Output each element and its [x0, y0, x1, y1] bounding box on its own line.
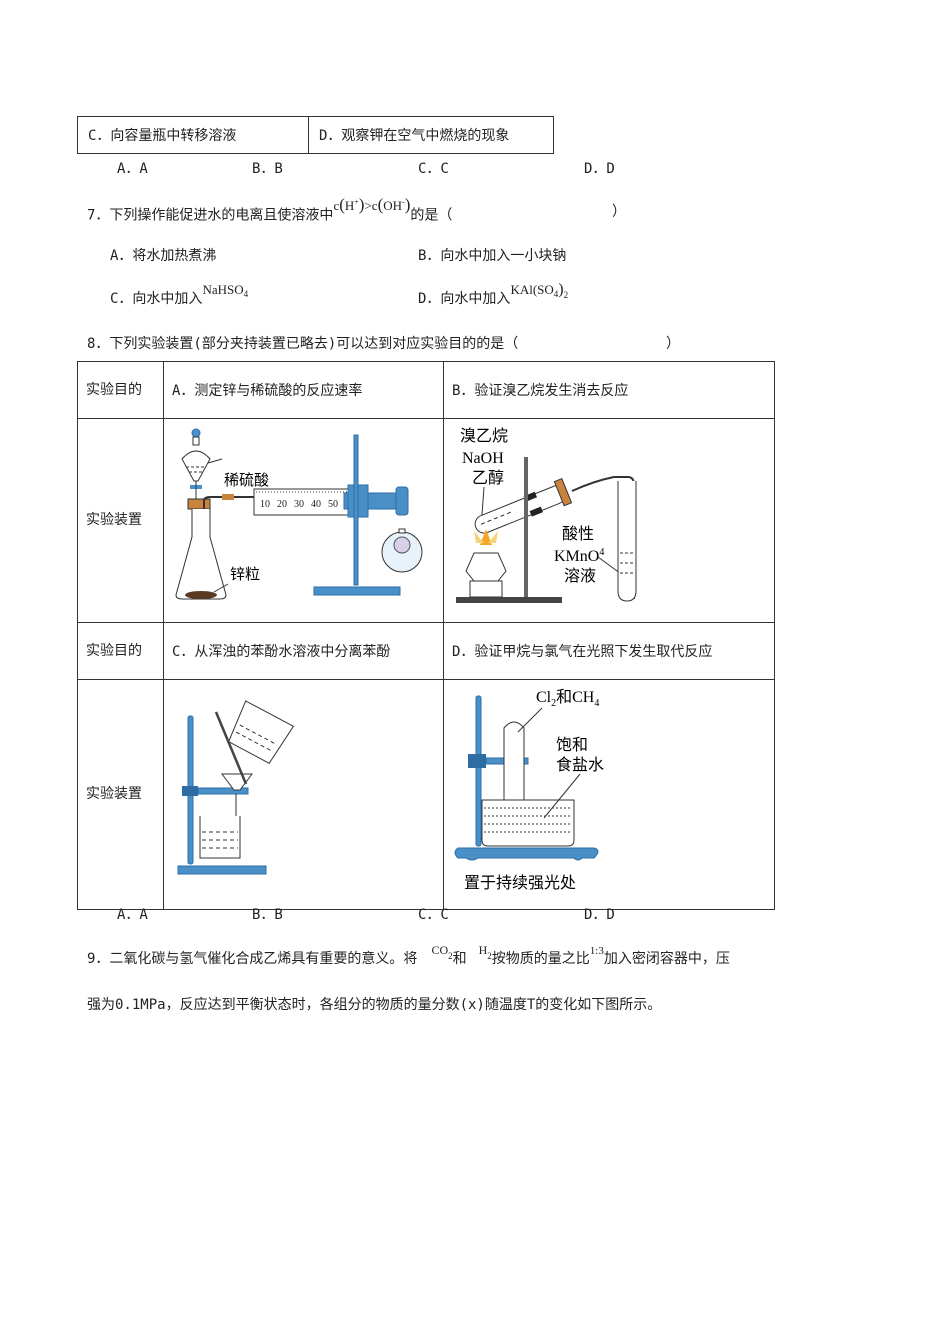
purpose-a: A．测定锌与稀硫酸的反应速率 — [163, 361, 444, 419]
q8-option-b[interactable]: B．B — [252, 907, 283, 923]
label-naoh: NaOH — [462, 450, 504, 467]
q8-option-c[interactable]: C．C — [418, 907, 449, 923]
row-label-apparatus-2: 实验装置 — [77, 679, 164, 910]
q8-option-d[interactable]: D．D — [584, 907, 615, 923]
q7-stem: 7．下列操作能促进水的电离且使溶液中c(H+)>c(OH-)的是（ — [87, 196, 453, 224]
q7-option-b[interactable]: B．向水中加入一小块钠 — [418, 248, 567, 264]
q7-option-c[interactable]: C．向水中加入NaHSO4 — [110, 282, 249, 307]
purpose-c: C．从浑浊的苯酚水溶液中分离苯酚 — [163, 622, 444, 680]
apparatus-b-figure: 溴乙烷 NaOH 乙醇 — [456, 427, 637, 603]
q7-stem-text-2: 的是（ — [410, 207, 453, 224]
q6-cell-d: D．观察钾在空气中燃烧的现象 — [308, 116, 554, 154]
q6-cell-c: C．向容量瓶中转移溶液 — [77, 116, 309, 154]
apparatus-c-cell — [163, 679, 444, 910]
apparatus-a-cell: 稀硫酸 锌粒 10 20 30 40 50 — [163, 418, 444, 623]
q6-option-b[interactable]: B．B — [252, 161, 283, 177]
apparatus-d-figure: Cl2和CH4 饱和 食盐水 置于持续强光处 — [454, 688, 604, 892]
svg-text:50: 50 — [328, 499, 338, 510]
apparatus-d-cell: Cl2和CH4 饱和 食盐水 置于持续强光处 — [443, 679, 775, 910]
label-solution: 溶液 — [564, 567, 596, 585]
label-strong-light: 置于持续强光处 — [464, 874, 576, 892]
q7-stem-text: 7．下列操作能促进水的电离且使溶液中 — [87, 207, 334, 224]
label-dilute-acid: 稀硫酸 — [224, 472, 269, 489]
label-bromoethane: 溴乙烷 — [460, 427, 508, 445]
q7-option-a[interactable]: A．将水加热煮沸 — [110, 248, 217, 264]
q9-line1: 9．二氧化碳与氢气催化合成乙烯具有重要的意义。将CO2和H2按物质的量之比1:3… — [87, 943, 730, 967]
row-label-purpose: 实验目的 — [77, 361, 164, 419]
q6-options-table: C．向容量瓶中转移溶液 D．观察钾在空气中燃烧的现象 — [77, 116, 554, 154]
q6-option-a[interactable]: A．A — [117, 161, 148, 177]
q8-stem: 8．下列实验装置(部分夹持装置已略去)可以达到对应实验目的的是（ — [87, 336, 519, 352]
q6-option-c[interactable]: C．C — [418, 161, 449, 177]
svg-text:20: 20 — [277, 499, 287, 510]
label-saturated: 饱和 — [556, 736, 588, 754]
apparatus-c-figure — [177, 700, 295, 875]
svg-text:10: 10 — [260, 499, 270, 510]
q7-formula: c(H+)>c(OH-) — [333, 195, 411, 215]
svg-text:40: 40 — [311, 499, 321, 510]
label-kmno4: KMnO4 — [554, 547, 604, 565]
row-label-purpose-2: 实验目的 — [77, 622, 164, 680]
purpose-d: D．验证甲烷与氯气在光照下发生取代反应 — [443, 622, 775, 680]
apparatus-a-figure: 稀硫酸 锌粒 10 20 30 40 50 — [175, 428, 423, 600]
q7-option-d[interactable]: D．向水中加入KAl(SO4)2 — [418, 281, 569, 307]
q6-option-d[interactable]: D．D — [584, 161, 615, 177]
q8-paren-close: ） — [666, 336, 680, 352]
svg-text:30: 30 — [294, 499, 304, 510]
label-brine: 食盐水 — [556, 756, 604, 774]
label-ethanol: 乙醇 — [472, 469, 504, 487]
apparatus-b-cell: 溴乙烷 NaOH 乙醇 — [443, 418, 775, 623]
q8-experiment-table: 实验目的 A．测定锌与稀硫酸的反应速率 B．验证溴乙烷发生消去反应 实验装置 稀… — [77, 361, 775, 910]
purpose-b: B．验证溴乙烷发生消去反应 — [443, 361, 775, 419]
label-zinc: 锌粒 — [230, 566, 260, 583]
q8-option-a[interactable]: A．A — [117, 907, 148, 923]
q9-line2: 强为0.1MPa，反应达到平衡状态时，各组分的物质的量分数(x)随温度T的变化如… — [87, 997, 662, 1013]
row-label-apparatus: 实验装置 — [77, 418, 164, 623]
q7-paren-close: ） — [612, 204, 626, 220]
label-acidic: 酸性 — [562, 525, 594, 543]
label-cl2-ch4: Cl2和CH4 — [536, 688, 599, 709]
